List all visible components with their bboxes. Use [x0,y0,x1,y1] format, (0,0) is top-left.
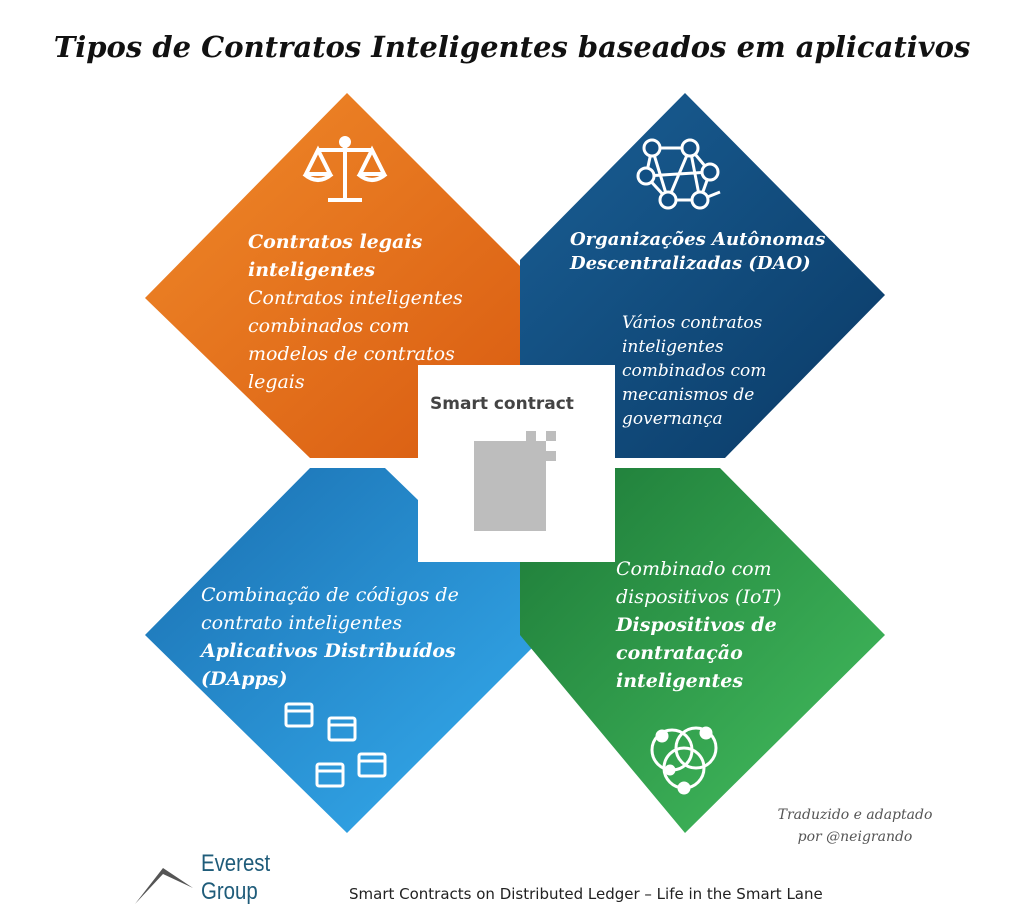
everest-mountain-logo-icon [135,868,193,904]
quadrant-dao-shape [520,93,885,458]
page-title: Tipos de Contratos Inteligentes baseados… [53,30,971,64]
app-windows-icon [284,702,387,788]
quadrant-iot: Combinado com dispositivos (IoT) Disposi… [616,555,816,695]
quadrant-dapps: Combinação de códigos de contrato inteli… [201,581,491,693]
quadrant-dapps-shape [145,468,548,833]
scales-of-justice-icon [302,136,388,202]
credit-text: Traduzido e adaptado por @neigrando [745,804,965,848]
quadrant-heading: Organizações Autônomas Descentralizadas … [570,229,826,274]
quadrant-body: Combinado com dispositivos (IoT) [616,558,782,608]
network-nodes-icon [636,138,721,210]
quadrant-dao-body: Vários contratos inteligentes combinados… [622,313,767,429]
quadrant-heading: Dispositivos de contratação inteligentes [616,614,777,692]
quadrant-iot-shape [520,468,885,833]
brand-name: Everest Group [201,850,271,905]
quadrant-heading: Contratos legais inteligentes [248,231,423,281]
iot-connected-circles-icon [650,726,718,795]
quadrant-body: Combinação de códigos de contrato inteli… [201,584,459,634]
smart-contract-document-icon [474,431,556,531]
center-label: Smart contract [430,394,574,414]
quadrant-body: Contratos inteligentes combinados com mo… [248,287,463,393]
quadrant-heading: Aplicativos Distribuídos (DApps) [201,640,456,690]
credit-line-1: Traduzido e adaptado [777,807,933,823]
credit-line-2: por @neigrando [797,829,913,845]
footer: Everest Group Smart Contracts on Distrib… [135,850,823,906]
quadrant-legal: Contratos legais inteligentes Contratos … [248,228,488,396]
quadrant-dao: Organizações Autônomas Descentralizadas … [570,228,850,276]
quadrant-legal-shape [145,93,550,458]
footer-subtitle: Smart Contracts on Distributed Ledger – … [349,885,823,903]
